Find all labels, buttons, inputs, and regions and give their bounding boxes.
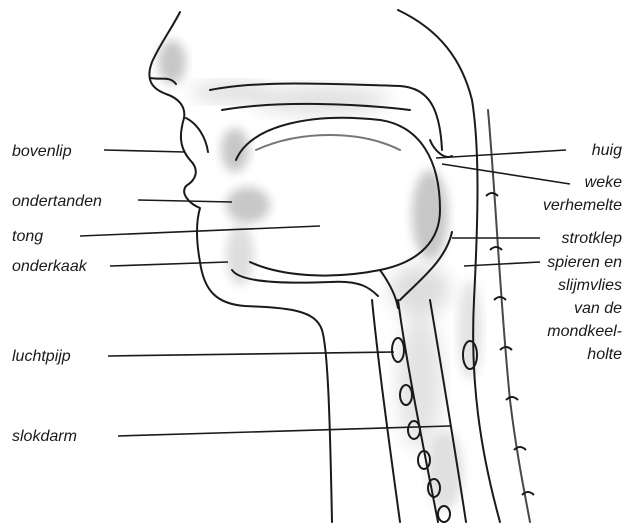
pharynx-shading — [458, 280, 482, 380]
label-spieren-1: spieren en — [547, 253, 622, 272]
leader-slokdarm — [118, 426, 450, 436]
label-tong: tong — [12, 227, 43, 246]
leader-tong — [80, 226, 320, 236]
label-weke-verhemelte-2: verhemelte — [543, 196, 622, 215]
lower-teeth-shading — [226, 187, 270, 223]
nose-shading — [158, 40, 186, 84]
label-spieren-5: holte — [587, 345, 622, 364]
label-spieren-2: slijmvlies — [558, 276, 622, 295]
leader-ondertanden — [138, 200, 232, 202]
label-slokdarm: slokdarm — [12, 427, 77, 446]
label-spieren-4: mondkeel- — [547, 322, 622, 341]
palate-shading — [250, 86, 390, 114]
uvula-shading — [412, 170, 448, 260]
label-bovenlip: bovenlip — [12, 142, 72, 161]
leader-onderkaak — [110, 262, 228, 266]
label-huig: huig — [592, 141, 622, 160]
leader-bovenlip — [104, 150, 185, 152]
tongue-inner-line — [256, 135, 400, 150]
label-ondertanden: ondertanden — [12, 192, 102, 211]
label-onderkaak: onderkaak — [12, 257, 87, 276]
trachea-front-line — [372, 300, 400, 522]
leader-luchtpijp — [108, 352, 394, 356]
leader-huig — [436, 150, 566, 158]
leader-weke-verhemelte — [442, 164, 570, 184]
label-luchtpijp: luchtpijp — [12, 347, 71, 366]
label-weke-verhemelte-1: weke — [585, 173, 622, 192]
upper-teeth-shading — [221, 128, 249, 172]
label-spieren-3: van de — [574, 299, 622, 318]
label-strotklep: strotklep — [562, 229, 622, 248]
leader-lines — [80, 150, 570, 436]
upper-lip-line — [186, 118, 208, 152]
